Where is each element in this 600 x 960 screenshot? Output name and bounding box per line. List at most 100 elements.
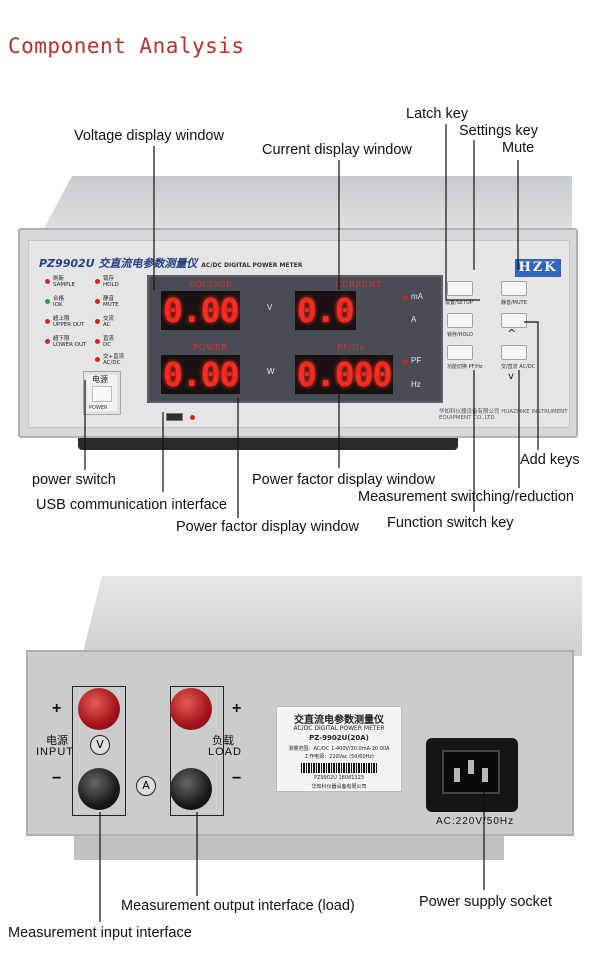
current-unit-ma: mA xyxy=(411,292,423,301)
card-model: PZ-9902U(20A) xyxy=(309,734,369,742)
settings-key[interactable] xyxy=(447,281,473,296)
mute-led-icon xyxy=(95,299,100,304)
mute-key[interactable] xyxy=(501,281,527,296)
rating-label-card: 交直流电参数测量仪 AC/DC DIGITAL POWER METER PZ-9… xyxy=(276,706,402,792)
input-label-en: INPUT xyxy=(36,746,74,758)
load-positive-terminal[interactable] xyxy=(170,688,212,730)
front-chassis-base xyxy=(78,438,458,450)
input-terminal-box xyxy=(72,686,126,816)
iok-led-icon xyxy=(45,299,50,304)
pf-display-callout-2: Power factor display window xyxy=(176,519,359,535)
card-serial: PZ9902U 18081323 xyxy=(314,775,364,781)
down-chevron-icon: v xyxy=(508,371,514,382)
latch-key-label: 锁存/HOLD xyxy=(447,332,474,338)
settings-key-callout: Settings key xyxy=(459,123,538,139)
pf-led-icon xyxy=(403,359,408,364)
hz-unit: Hz xyxy=(411,380,421,389)
power-label-en: POWER xyxy=(89,405,108,411)
socket-pin-icon xyxy=(482,768,488,782)
current-display: 0.0 xyxy=(295,291,356,330)
socket-pin-icon xyxy=(468,760,474,774)
page-heading: Component Analysis xyxy=(8,34,245,58)
latch-key[interactable] xyxy=(447,313,473,328)
card-title: 交直流电参数测量仪 xyxy=(294,715,384,726)
pf-display-callout-1: Power factor display window xyxy=(252,472,435,488)
load-label-cn: 负载 xyxy=(212,735,234,747)
iec-socket[interactable] xyxy=(442,750,500,794)
voltage-title: VOLTAGE xyxy=(189,280,233,289)
acdc-led-icon xyxy=(95,357,100,362)
up-chevron-icon: ^ xyxy=(507,327,517,340)
measurement-key-label: 交/直流 AC/DC xyxy=(501,364,536,370)
mute-key-label: 静音/MUTE xyxy=(501,300,527,306)
rear-chassis-top xyxy=(82,576,582,656)
usb-port[interactable] xyxy=(166,413,183,421)
pf-title: PF/Hz xyxy=(337,343,365,352)
input-negative-terminal[interactable] xyxy=(78,768,120,810)
current-title: CURRENT xyxy=(335,280,382,289)
sample-led-icon xyxy=(45,279,50,284)
mute-callout: Mute xyxy=(502,140,535,156)
settings-key-label: 设置/SETUP xyxy=(445,300,473,306)
model-label: PZ9902U 交直流电参数测量仪 AC/DC DIGITAL POWER ME… xyxy=(39,255,302,271)
socket-pin-icon xyxy=(454,768,460,782)
voltage-display: 0.00 xyxy=(161,291,241,330)
lower-out-led-icon xyxy=(45,339,50,344)
measurement-switch-callout: Measurement switching/reduction xyxy=(358,489,574,505)
brand-logo: HZK xyxy=(515,259,561,277)
power-label-cn: 电源 xyxy=(92,375,108,384)
voltage-unit: V xyxy=(267,303,273,312)
add-key[interactable] xyxy=(501,313,527,328)
card-company: 华知科仪器设备有限公司 xyxy=(311,784,367,790)
front-panel-face: PZ9902U 交直流电参数测量仪 AC/DC DIGITAL POWER ME… xyxy=(28,240,570,428)
power-supply-socket[interactable] xyxy=(426,738,518,812)
dc-led-icon xyxy=(95,339,100,344)
barcode-icon xyxy=(301,763,377,773)
current-display-callout: Current display window xyxy=(262,142,412,158)
current-ma-led-icon xyxy=(403,295,408,300)
function-switch-callout: Function switch key xyxy=(387,515,514,531)
load-negative-terminal[interactable] xyxy=(170,768,212,810)
power-switch-button[interactable]: 电源 POWER xyxy=(83,371,121,415)
model-name: PZ9902U 交直流电参数测量仪 xyxy=(39,257,198,270)
input-interface-callout: Measurement input interface xyxy=(8,925,192,941)
pf-unit: PF xyxy=(411,356,422,365)
input-label-cn: 电源 xyxy=(46,735,68,747)
current-unit-a: A xyxy=(411,315,417,324)
latch-key-callout: Latch key xyxy=(406,106,469,122)
card-subtitle: AC/DC DIGITAL POWER METER xyxy=(293,725,385,732)
usb-led-icon xyxy=(190,415,195,420)
load-minus-sign: − xyxy=(232,770,242,787)
ammeter-symbol-icon: A xyxy=(136,776,156,796)
card-power: 工作电源：220Vac (50/60Hz) xyxy=(304,754,374,760)
add-keys-callout: Add keys xyxy=(520,452,580,468)
card-range: 测量范围：AC/DC 1-400V/30.0mA-20.00A xyxy=(288,746,390,752)
input-plus-sign: + xyxy=(52,700,62,717)
front-chassis-top xyxy=(40,176,572,236)
power-socket-callout: Power supply socket xyxy=(419,894,552,910)
rear-chassis-base xyxy=(74,836,504,860)
voltmeter-symbol-icon: V xyxy=(90,735,110,755)
power-display: 0.00 xyxy=(161,355,241,394)
measurement-switch-key[interactable] xyxy=(501,345,527,360)
model-subtitle: AC/DC DIGITAL POWER METER xyxy=(201,262,303,269)
socket-label: AC:220V/50Hz xyxy=(436,816,515,827)
ac-led-icon xyxy=(95,319,100,324)
function-switch-key[interactable] xyxy=(447,345,473,360)
power-title: POWER xyxy=(193,343,228,352)
input-positive-terminal[interactable] xyxy=(78,688,120,730)
load-plus-sign: + xyxy=(232,700,242,717)
company-label: 华知科仪器设备有限公司 HUAZHIKE INSTRUMENT EQUIPMEN… xyxy=(439,409,568,421)
upper-out-led-icon xyxy=(45,319,50,324)
pf-display: 0.000 xyxy=(295,355,394,394)
power-button-cap[interactable] xyxy=(92,386,112,402)
power-switch-callout: power switch xyxy=(32,472,116,488)
